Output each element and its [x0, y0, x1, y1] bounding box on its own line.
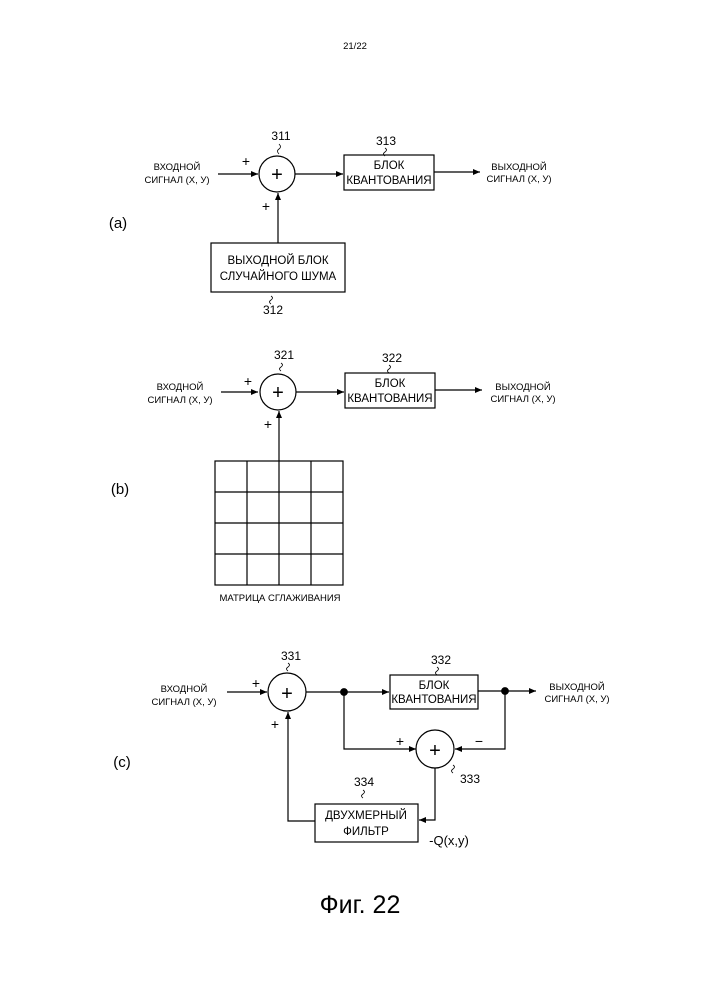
panel-c-sub-plus-sign: +: [396, 733, 404, 749]
panel-a-noise-block-312: [211, 243, 345, 292]
panel-b-adder-symbol: +: [272, 382, 284, 404]
panel-b-output-label-2: СИГНАЛ (X, У): [490, 394, 555, 405]
figure-caption: Фиг. 22: [320, 891, 401, 919]
panel-a-label: (a): [109, 215, 127, 232]
panel-c-input-label-2: СИГНАЛ (X, У): [151, 697, 216, 708]
panel-a-adder-symbol: +: [271, 164, 283, 186]
panel-c-filter-to-adder-feedback: [288, 712, 315, 821]
panel-a-lower-sign: +: [262, 198, 270, 214]
panel-b-quant-ref-tick: [388, 365, 391, 373]
panel-c-label: (c): [113, 754, 131, 771]
panel-c-sub-symbol: +: [429, 740, 441, 762]
panel-c-filter-label-2: ФИЛЬТР: [343, 826, 389, 838]
panel-c-adder-symbol: +: [281, 683, 293, 705]
panel-b-output-label-1: ВЫХОДНОЙ: [495, 381, 551, 393]
panel-c-sub-ref-tick: [452, 765, 455, 773]
panel-b-quant-ref: 322: [382, 351, 402, 365]
panel-c-input-label-1: ВХОДНОЙ: [161, 683, 208, 695]
panel-b-input-sign: +: [244, 373, 252, 389]
panel-c-quant-ref-tick: [436, 667, 439, 675]
panel-a-noise-ref: 312: [263, 303, 283, 317]
panel-a-output-label-2: СИГНАЛ (X, У): [486, 174, 551, 185]
panel-b-adder-ref: 321: [274, 348, 294, 362]
panel-b-label: (b): [111, 481, 129, 498]
panel-b-matrix-label: МАТРИЦА СГЛАЖИВАНИЯ: [219, 593, 340, 604]
panel-a-output-label-1: ВЫХОДНОЙ: [491, 161, 547, 173]
panel-a-input-label-2: СИГНАЛ (X, У): [144, 175, 209, 186]
page-number: 21/22: [343, 41, 367, 52]
panel-a-adder-ref: 311: [271, 129, 290, 143]
panel-c-filter-label-1: ДВУХМЕРНЫЙ: [325, 809, 407, 822]
panel-c-error-label: -Q(x,y): [429, 833, 469, 848]
panel-a-noise-label-1: ВЫХОДНОЙ БЛОК: [227, 254, 328, 267]
panel-c-lower-sign: +: [271, 716, 279, 732]
panel-b-dither-matrix: [215, 461, 343, 585]
panel-c-subtractor-to-filter: [419, 768, 435, 820]
panel-a-input-label-1: ВХОДНОЙ: [154, 161, 201, 173]
panel-b: (b) ВХОДНОЙ СИГНАЛ (X, У) + + 321 БЛОК К…: [111, 348, 556, 604]
panel-a-adder-ref-tick: [278, 144, 281, 154]
panel-b-input-label-2: СИГНАЛ (X, У): [147, 395, 212, 406]
panel-b-input-label-1: ВХОДНОЙ: [157, 381, 204, 393]
panel-c-quant-label-2: КВАНТОВАНИЯ: [391, 694, 476, 706]
panel-a: (a) ВХОДНОЙ СИГНАЛ (X, У) + + 311 БЛОК К…: [109, 129, 552, 317]
panel-c: (c) ВХОДНОЙ СИГНАЛ (X, У) + + 331 БЛОК К…: [113, 649, 609, 848]
panel-c-adder-ref: 331: [281, 649, 301, 663]
panel-c-sub-minus-sign: −: [475, 733, 483, 749]
panel-c-quant-ref: 332: [431, 653, 451, 667]
panel-c-input-sign: +: [252, 675, 260, 691]
panel-c-output-label-2: СИГНАЛ (X, У): [544, 694, 609, 705]
panel-a-input-sign: +: [242, 153, 250, 169]
panel-c-filter-ref: 334: [354, 775, 374, 789]
panel-b-quant-label-2: КВАНТОВАНИЯ: [347, 393, 432, 405]
panel-b-adder-ref-tick: [280, 363, 283, 371]
panel-a-quant-label-1: БЛОК: [374, 160, 405, 172]
panel-c-output-label-1: ВЫХОДНОЙ: [549, 681, 605, 693]
panel-a-noise-label-2: СЛУЧАЙНОГО ШУМА: [220, 270, 337, 283]
panel-c-sub-ref: 333: [460, 772, 480, 786]
panel-b-quant-label-1: БЛОК: [375, 378, 406, 390]
panel-c-adder-ref-tick: [287, 663, 290, 671]
panel-a-quant-label-2: КВАНТОВАНИЯ: [346, 175, 431, 187]
panel-c-quant-label-1: БЛОК: [419, 680, 450, 692]
panel-a-quant-ref: 313: [376, 134, 396, 148]
panel-c-filter-ref-tick: [362, 790, 365, 798]
panel-b-lower-sign: +: [264, 416, 272, 432]
